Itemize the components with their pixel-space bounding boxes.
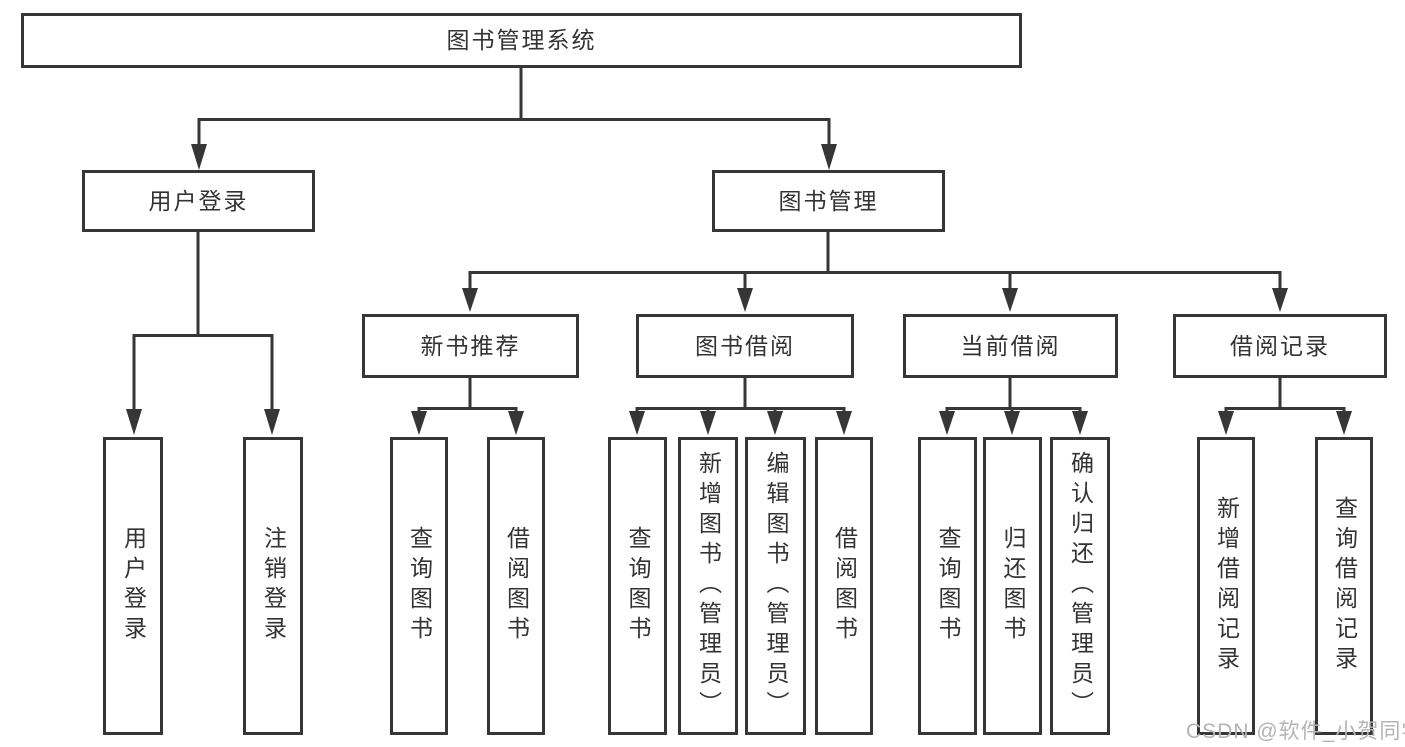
node-new-book-recommend: 新书推荐 <box>362 314 579 378</box>
leaf-borrow-books: 借阅图书 <box>487 437 545 735</box>
node-root-label: 图书管理系统 <box>446 27 597 53</box>
leaf-label: 查询图书 <box>625 526 651 646</box>
leaf-label: 借阅图书 <box>503 526 530 646</box>
leaf-label: 归还图书 <box>1000 526 1026 646</box>
leaf-confirm-return-admin: 确认归还（管理员） <box>1050 437 1110 735</box>
node-user-login-label: 用户登录 <box>148 187 249 214</box>
node-book-borrow: 图书借阅 <box>636 314 854 378</box>
leaf-add-borrow-record: 新增借阅记录 <box>1197 437 1255 735</box>
node-borrow-records-label: 借阅记录 <box>1230 332 1330 359</box>
leaf-query-borrow-record: 查询借阅记录 <box>1315 437 1373 735</box>
node-borrow-records: 借阅记录 <box>1173 314 1387 378</box>
node-new-book-recommend-label: 新书推荐 <box>420 332 521 359</box>
leaf-logout: 注销登录 <box>243 437 303 735</box>
leaf-label: 查询图书 <box>406 526 433 646</box>
tree-edges <box>132 67 1346 414</box>
leaf-label: 用户登录 <box>120 526 147 646</box>
node-user-login-branch: 用户登录 <box>82 170 315 232</box>
leaf-user-login: 用户登录 <box>103 437 163 735</box>
node-book-management-label: 图书管理 <box>778 187 879 214</box>
leaf-add-books-admin: 新增图书（管理员） <box>678 437 738 735</box>
arrowheads <box>126 144 1352 435</box>
node-root-system: 图书管理系统 <box>21 13 1022 68</box>
csdn-watermark: CSDN @软件_小贺同学 <box>1186 720 1405 743</box>
node-current-borrow-label: 当前借阅 <box>960 332 1061 359</box>
leaf-query-books: 查询图书 <box>390 437 448 735</box>
leaf-label: 借阅图书 <box>831 526 858 646</box>
leaf-edit-books-admin: 编辑图书（管理员） <box>745 437 806 735</box>
node-book-borrow-label: 图书借阅 <box>695 332 795 359</box>
leaf-label: 注销登录 <box>260 526 287 646</box>
leaf-label: 编辑图书（管理员） <box>763 451 789 721</box>
node-current-borrow: 当前借阅 <box>903 314 1118 378</box>
leaf-borrow-books: 借阅图书 <box>815 437 873 735</box>
leaf-query-books: 查询图书 <box>608 437 667 735</box>
leaf-label: 新增图书（管理员） <box>695 451 722 721</box>
node-book-management-branch: 图书管理 <box>712 170 945 232</box>
leaf-return-books: 归还图书 <box>983 437 1042 735</box>
leaf-label: 确认归还（管理员） <box>1067 451 1094 721</box>
leaf-query-books: 查询图书 <box>918 437 977 735</box>
leaf-label: 查询图书 <box>935 526 961 646</box>
leaf-label: 新增借阅记录 <box>1213 496 1240 676</box>
leaf-label: 查询借阅记录 <box>1331 496 1358 676</box>
